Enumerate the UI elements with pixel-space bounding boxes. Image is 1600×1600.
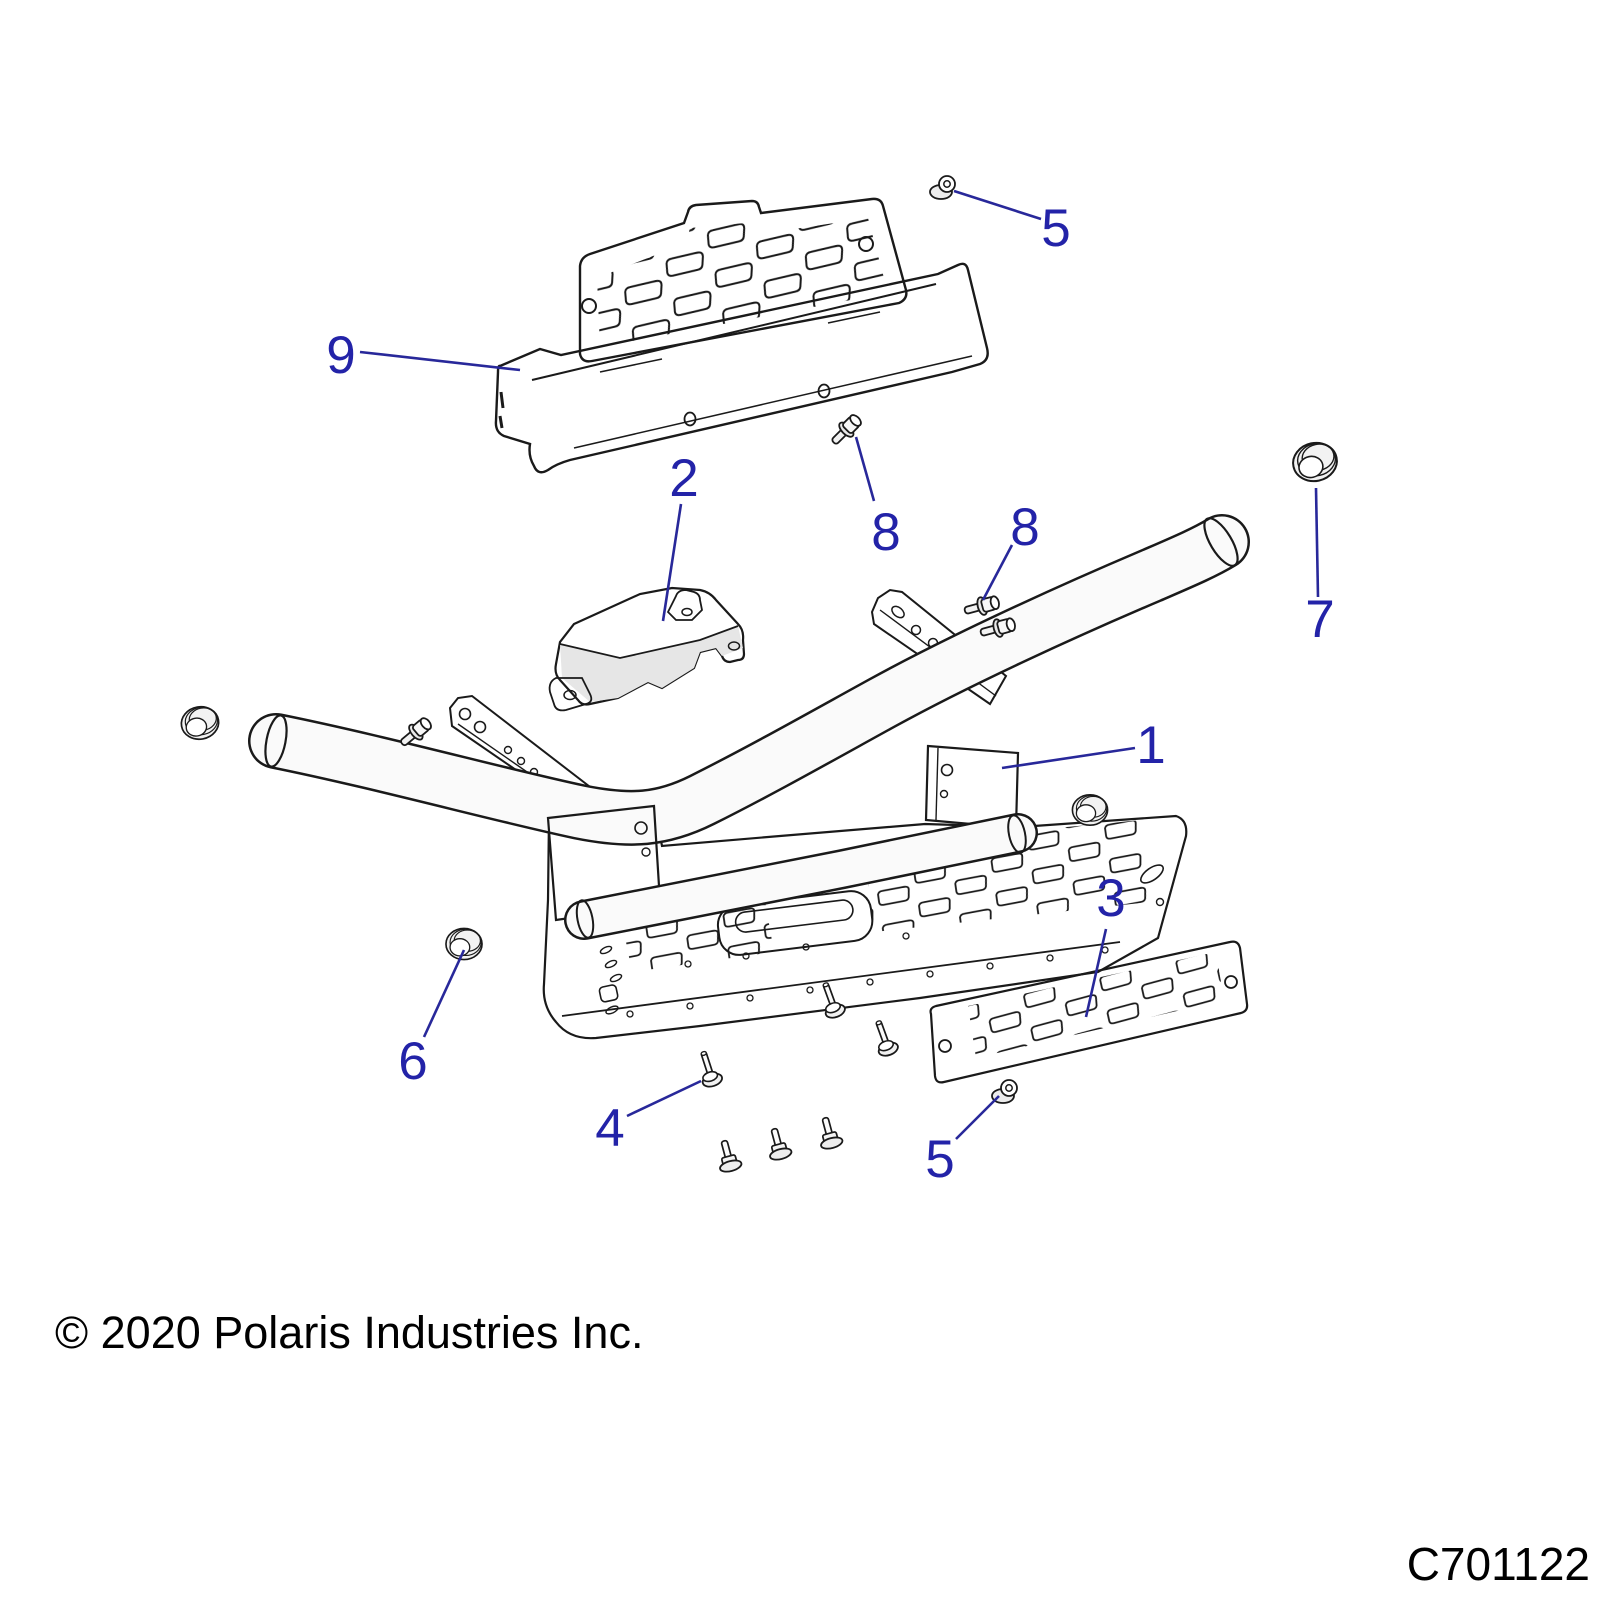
leader-5-bottom — [955, 1095, 1000, 1140]
bumper-lower-tube — [564, 813, 1038, 940]
leader-4 — [626, 1079, 702, 1118]
grille-valance — [494, 262, 989, 474]
vent-plate-part — [929, 940, 1249, 1084]
leader-2 — [661, 503, 683, 622]
flange-bolt-top — [929, 175, 956, 200]
leader-1 — [1001, 746, 1136, 770]
flange-bolt-under-grille — [826, 410, 866, 450]
grille-shield-part — [494, 197, 989, 474]
callout-5-top[interactable]: 5 — [1041, 199, 1070, 258]
leader-3 — [1084, 928, 1108, 1018]
leader-6 — [422, 949, 466, 1038]
leader-7 — [1314, 487, 1320, 598]
callout-3[interactable]: 3 — [1096, 869, 1125, 928]
callout-9[interactable]: 9 — [326, 326, 355, 385]
grille-mesh — [597, 218, 888, 347]
callouts: 9 5 2 8 8 7 1 6 3 4 5 — [326, 199, 1334, 1189]
mounting-bracket-part — [548, 586, 746, 712]
callout-1[interactable]: 1 — [1136, 716, 1165, 775]
leader-8a — [854, 436, 876, 502]
callout-2[interactable]: 2 — [669, 449, 698, 508]
small-bolt-3 — [813, 1114, 845, 1152]
callout-8-left[interactable]: 8 — [871, 503, 900, 562]
diagram-code: C701122 — [1407, 1538, 1590, 1590]
callout-6[interactable]: 6 — [398, 1032, 427, 1091]
callout-7[interactable]: 7 — [1305, 590, 1334, 649]
callout-8-right[interactable]: 8 — [1010, 498, 1039, 557]
bumper-weldment-part — [248, 514, 1250, 1040]
pan-screw-3 — [867, 1016, 901, 1060]
pan-screw-2 — [814, 978, 848, 1022]
tube-plug-left — [445, 927, 483, 961]
bumper-upper-tube — [248, 514, 1250, 846]
tube-plug-mid — [1071, 793, 1109, 827]
leader-9 — [359, 350, 521, 372]
leader-5-top — [953, 189, 1042, 221]
small-bolt-1 — [712, 1137, 744, 1175]
small-bolt-2 — [762, 1125, 794, 1163]
leader-8b — [981, 544, 1014, 601]
end-cap-left — [177, 702, 223, 744]
callout-4[interactable]: 4 — [595, 1099, 624, 1158]
callout-5-bottom[interactable]: 5 — [925, 1130, 954, 1189]
leader-lines — [359, 189, 1320, 1140]
tube-plug-right — [1288, 437, 1342, 487]
copyright-text: © 2020 Polaris Industries Inc. — [55, 1307, 643, 1358]
